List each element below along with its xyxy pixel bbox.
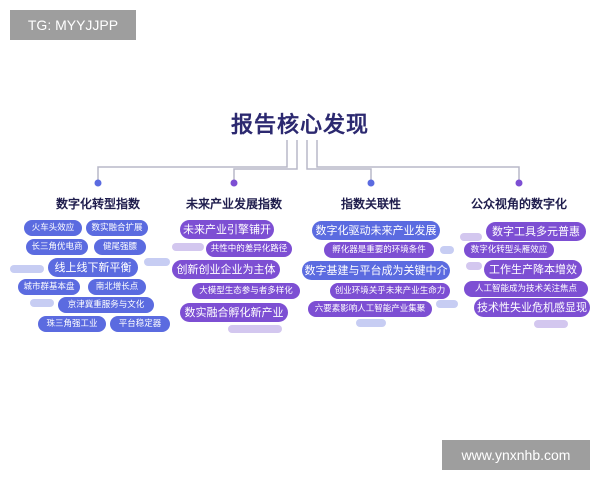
decorative-bar: [10, 265, 44, 273]
tag-prd-industry: 珠三角强工业: [38, 316, 106, 332]
tag-online-offline-balance: 线上线下新平衡: [48, 258, 138, 277]
connector-col1: [97, 140, 288, 180]
tag-yrd-ecommerce: 长三角优电商: [26, 239, 88, 255]
tag-six-factors-ai: 六要素影响人工智能产业集聚: [308, 301, 432, 317]
decorative-bar: [30, 299, 54, 307]
connector-col4: [316, 140, 520, 180]
tag-digital-real-expansion: 数实融合扩展: [86, 220, 148, 236]
tag-infra-platform-intermediary: 数字基建与平台成为关键中介: [302, 261, 450, 280]
tag-startup-vitality: 创业环境关乎未来产业生命力: [330, 283, 450, 299]
connector-col3: [306, 140, 372, 180]
tag-digital-drives-future: 数字化驱动未来产业发展: [312, 221, 440, 240]
column-title-future-industry: 未来产业发展指数: [185, 197, 282, 211]
node-dot-col1: [94, 179, 102, 187]
connector-col2: [233, 140, 298, 180]
tag-north-south-growth: 南北增长点: [88, 279, 146, 295]
tag-ai-focus: 人工智能成为技术关注焦点: [464, 281, 588, 297]
column-title-index-correlation: 指数关联性: [340, 197, 401, 211]
decorative-bar: [436, 300, 458, 308]
decorative-bar: [466, 262, 482, 270]
diagram-title: 报告核心发现: [230, 113, 369, 138]
decorative-bar: [440, 246, 454, 254]
node-dot-col2: [230, 179, 238, 187]
tag-differentiated-path: 共性中的差异化路径: [206, 241, 292, 257]
tag-tail-strengthening: 健尾强膘: [94, 239, 146, 255]
tag-digital-tools-inclusive: 数字工具多元普惠: [486, 222, 586, 241]
tag-llm-ecosystem: 大模型生态参与者多样化: [192, 283, 300, 299]
tag-unemployment-crisis: 技术性失业危机感显现: [474, 298, 590, 317]
tag-startup-enterprises: 创新创业企业为主体: [172, 260, 280, 279]
decorative-bar: [144, 258, 170, 266]
tag-incubator-environment: 孵化器是重要的环境条件: [324, 242, 434, 258]
watermark-top-left: TG: MYYJJPP: [10, 10, 136, 40]
decorative-bar: [172, 243, 204, 251]
tag-jingjinji-services: 京津冀重服务与文化: [58, 297, 154, 313]
tag-city-cluster-base: 城市群基本盘: [18, 279, 80, 295]
column-title-public-view: 公众视角的数字化: [470, 197, 567, 211]
tag-locomotive-effect: 火车头效应: [24, 220, 82, 236]
column-title-digital-transformation: 数字化转型指数: [55, 197, 140, 211]
watermark-bottom-right: www.ynxnhb.com: [442, 440, 590, 470]
tag-transformation-lead-goose: 数字化转型头雁效应: [464, 242, 554, 258]
decorative-bar: [534, 320, 568, 328]
decorative-bar: [356, 319, 386, 327]
node-dot-col4: [515, 179, 523, 187]
tag-incubate-new-industry: 数实融合孵化新产业: [180, 303, 288, 322]
tag-future-industry-engine: 未来产业引擎铺开: [180, 220, 274, 239]
tag-cost-efficiency: 工作生产降本增效: [484, 260, 582, 279]
node-dot-col3: [367, 179, 375, 187]
tag-platform-stabilizer: 平台稳定器: [110, 316, 170, 332]
decorative-bar: [460, 233, 482, 241]
decorative-bar: [228, 325, 282, 333]
